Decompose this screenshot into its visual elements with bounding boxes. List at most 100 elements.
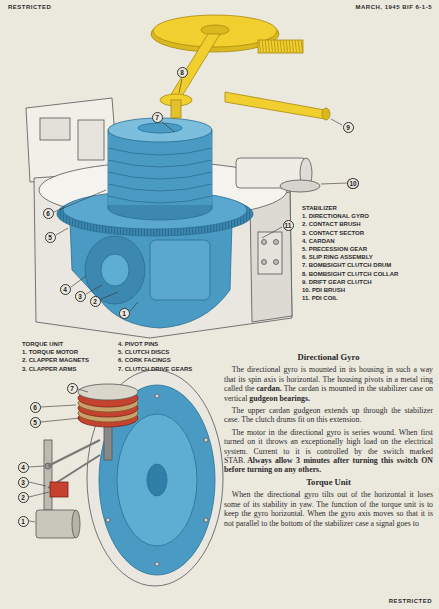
directional-gyro bbox=[85, 236, 145, 304]
callout-text: 6 bbox=[33, 404, 37, 411]
parts-list: STABILIZER1. DIRECTIONAL GYRO2. CONTACT … bbox=[302, 204, 398, 302]
callout-number: 5 bbox=[30, 417, 41, 428]
callout-text: 7 bbox=[70, 385, 74, 392]
callout-text: 7 bbox=[155, 114, 159, 121]
part-label: RESTRICTED bbox=[389, 598, 432, 604]
torque-unit bbox=[48, 440, 100, 466]
callout-number: 4 bbox=[18, 462, 29, 473]
leader-line bbox=[321, 183, 347, 184]
leader-line bbox=[29, 466, 44, 467]
torque-unit bbox=[50, 482, 68, 497]
leader-line bbox=[29, 492, 49, 497]
leader-line bbox=[71, 276, 86, 287]
callout-number: 5 bbox=[45, 232, 56, 243]
torque-unit bbox=[155, 562, 159, 566]
callout-text: 2 bbox=[21, 494, 25, 501]
callout-text: 9 bbox=[346, 124, 350, 131]
part-label: STABILIZER bbox=[302, 204, 398, 212]
part-label: 7. CLUTCH DRIVE GEARS bbox=[118, 365, 192, 373]
leader-line bbox=[41, 405, 76, 407]
paragraph: The upper cardan gudgeon extends up thro… bbox=[224, 406, 433, 425]
directional-gyro bbox=[138, 123, 182, 133]
part-label: 5. CLUTCH DISCS bbox=[118, 348, 192, 356]
torque-unit bbox=[147, 464, 167, 496]
part-label: RESTRICTED bbox=[8, 4, 51, 10]
part-label: 8. BOMBSIGHT CLUTCH COLLAR bbox=[302, 270, 398, 278]
callout-text: 5 bbox=[48, 234, 52, 241]
callout-number: 8 bbox=[177, 67, 188, 78]
callout-number: 4 bbox=[60, 284, 71, 295]
part-label: 3. CONTACT SECTOR bbox=[302, 229, 398, 237]
leader-line bbox=[41, 418, 80, 422]
drift-gear bbox=[322, 108, 330, 120]
leader-line bbox=[86, 285, 102, 294]
part-label: 1. DIRECTIONAL GYRO bbox=[302, 212, 398, 220]
leader-line bbox=[179, 79, 182, 93]
part-label: 4. PIVOT PINS bbox=[118, 340, 192, 348]
stabilizer-housing bbox=[274, 260, 279, 265]
torque-unit bbox=[78, 384, 138, 400]
callout-number: 7 bbox=[152, 112, 163, 123]
drift-gear bbox=[170, 34, 220, 96]
leader-line bbox=[101, 292, 118, 299]
directional-gyro bbox=[57, 118, 253, 328]
torque-unit bbox=[106, 518, 110, 522]
leader-line bbox=[331, 119, 342, 125]
callout-text: 6 bbox=[46, 210, 50, 217]
drift-gear bbox=[225, 92, 325, 119]
torque-unit bbox=[155, 394, 159, 398]
callout-text: 1 bbox=[21, 518, 25, 525]
directional-gyro bbox=[70, 222, 232, 328]
callout-number: 10 bbox=[347, 178, 359, 189]
security-marking: RESTRICTED bbox=[8, 4, 51, 10]
callout-text: 11 bbox=[285, 222, 292, 229]
part-label: 6. CORK FACINGS bbox=[118, 356, 192, 364]
callout-number: 6 bbox=[30, 402, 41, 413]
callout-number: 9 bbox=[343, 122, 354, 133]
part-label: TORQUE UNIT bbox=[22, 340, 89, 348]
text-column: Directional GyroThe directional gyro is … bbox=[224, 350, 433, 531]
torque-unit bbox=[204, 438, 208, 442]
part-label: 2. CONTACT BRUSH bbox=[302, 220, 398, 228]
drift-gear bbox=[258, 40, 303, 53]
body-text: The upper cardan gudgeon extends up thro… bbox=[224, 406, 433, 424]
leader-line bbox=[262, 227, 282, 238]
callout-text: 10 bbox=[349, 180, 356, 187]
callout-number: 6 bbox=[43, 208, 54, 219]
directional-gyro bbox=[101, 254, 129, 286]
callout-text: 5 bbox=[33, 419, 37, 426]
part-label: 7. BOMBSIGHT CLUTCH DRUM bbox=[302, 261, 398, 269]
part-label: 11. PDI COIL bbox=[302, 294, 398, 302]
part-label: 5. PRECESSION GEAR bbox=[302, 245, 398, 253]
stabilizer-housing bbox=[78, 120, 104, 160]
callout-number: 1 bbox=[18, 516, 29, 527]
torque-unit bbox=[36, 370, 223, 586]
paragraph: The directional gyro is mounted in its h… bbox=[224, 365, 433, 403]
section-heading: Torque Unit bbox=[224, 478, 433, 487]
callout-number: 3 bbox=[75, 291, 86, 302]
stabilizer-housing bbox=[262, 260, 267, 265]
paragraph: The motor in the directional gyro is ser… bbox=[224, 428, 433, 475]
stabilizer-housing bbox=[274, 240, 279, 245]
leader-line bbox=[78, 389, 88, 392]
callout-text: 3 bbox=[78, 293, 82, 300]
stabilizer-housing bbox=[280, 180, 320, 192]
stabilizer-housing bbox=[258, 232, 282, 274]
part-label: 10. PDI BRUSH bbox=[302, 286, 398, 294]
part-label: 9. DRIFT GEAR CLUTCH bbox=[302, 278, 398, 286]
security-marking: RESTRICTED bbox=[389, 598, 432, 604]
callout-number: 7 bbox=[67, 383, 78, 394]
callout-text: 3 bbox=[21, 479, 25, 486]
callout-text: 2 bbox=[93, 298, 97, 305]
body-text: cardan. bbox=[256, 384, 281, 393]
section-heading: Directional Gyro bbox=[224, 353, 433, 362]
heading-text: Directional Gyro bbox=[298, 352, 360, 362]
part-label: 6. SLIP RING ASSEMBLY bbox=[302, 253, 398, 261]
callout-number: 11 bbox=[283, 220, 294, 231]
callout-text: 1 bbox=[122, 310, 126, 317]
directional-gyro bbox=[108, 135, 212, 205]
body-text: Always allow 3 minutes after turning thi… bbox=[224, 456, 433, 474]
parts-list: 4. PIVOT PINS5. CLUTCH DISCS6. CORK FACI… bbox=[118, 340, 192, 373]
drift-gear bbox=[151, 15, 330, 120]
